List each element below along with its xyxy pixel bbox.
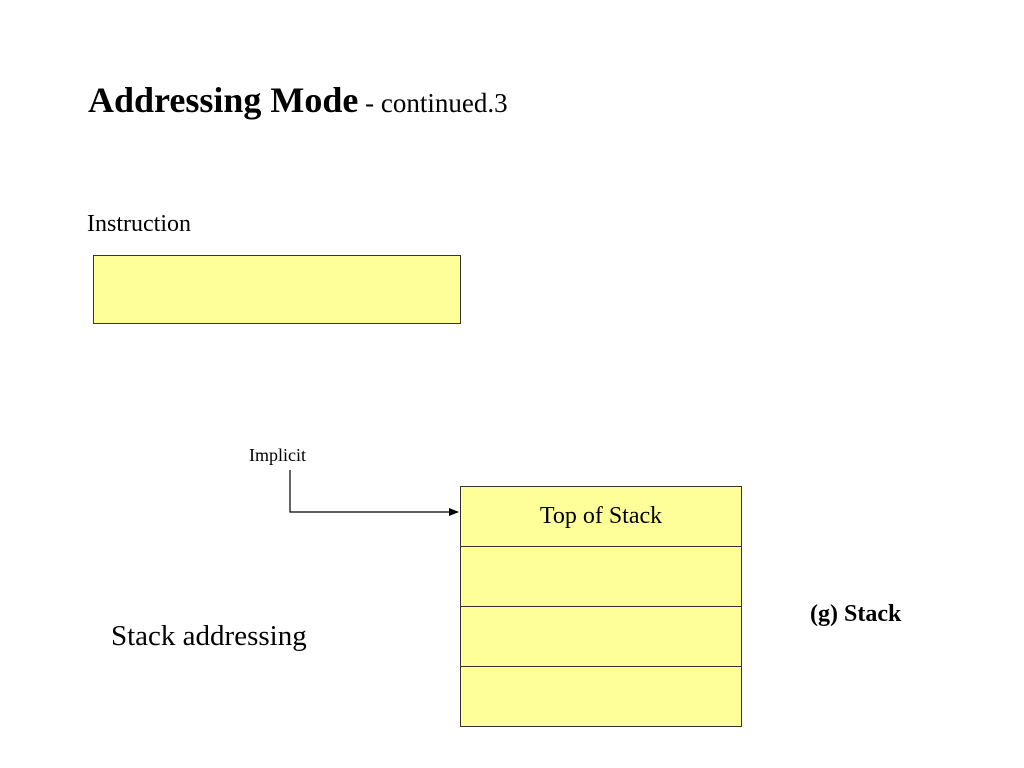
stack: Top of Stack xyxy=(460,486,742,727)
implicit-arrow-line xyxy=(289,470,459,516)
title-subtitle: - continued.3 xyxy=(358,88,508,118)
instruction-label: Instruction xyxy=(87,211,191,237)
stack-cell-top: Top of Stack xyxy=(461,487,741,547)
instruction-box xyxy=(93,255,461,324)
slide-title: Addressing Mode - continued.3 xyxy=(88,82,508,118)
stack-cell xyxy=(461,667,741,726)
stack-cell xyxy=(461,547,741,607)
implicit-label: Implicit xyxy=(249,445,306,465)
stack-addressing-caption: Stack addressing xyxy=(111,620,307,652)
title-main: Addressing Mode xyxy=(88,80,359,120)
figure-label: (g) Stack xyxy=(810,601,902,627)
stack-cell xyxy=(461,607,741,667)
